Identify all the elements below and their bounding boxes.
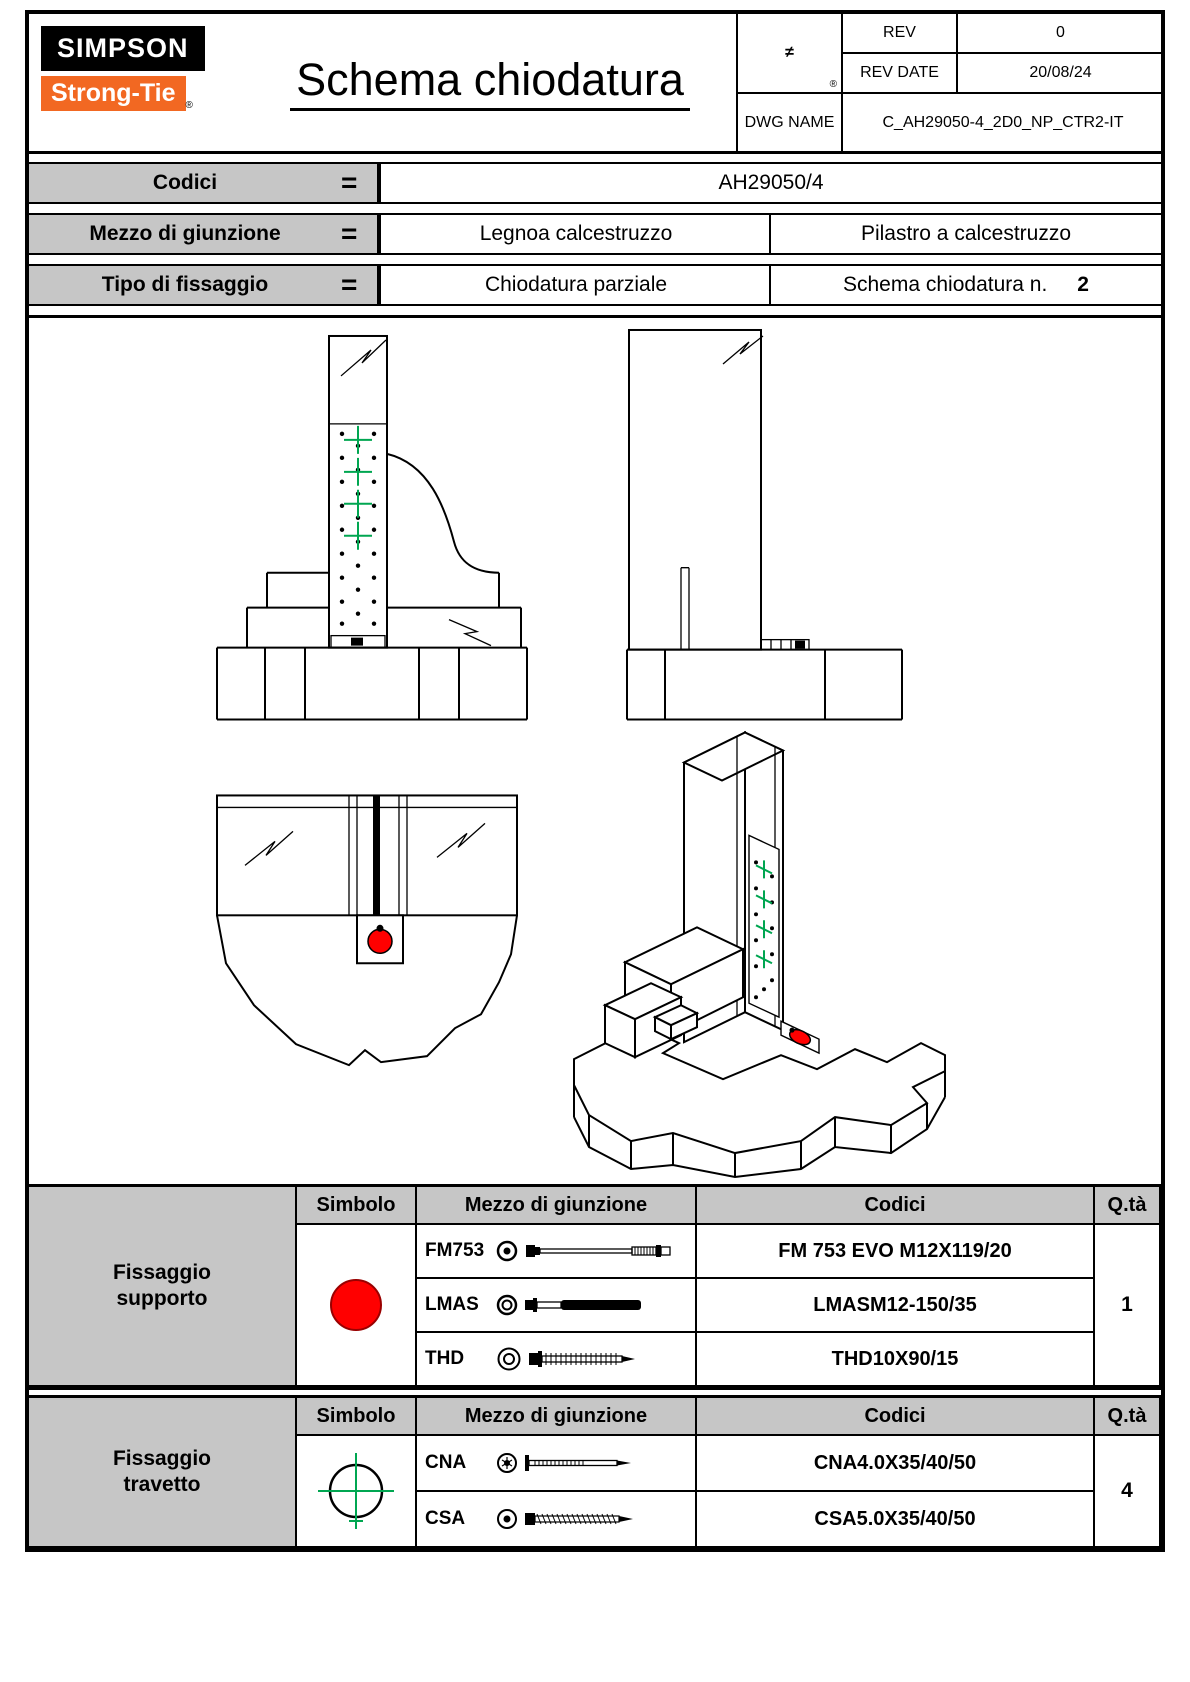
- support-fixing-table: Fissaggio supporto Simbolo Mezzo di giun…: [29, 1187, 1161, 1390]
- fissaggio-value-2: Schema chiodatura n. 2: [769, 264, 1161, 306]
- fissaggio-value-1: Chiodatura parziale: [379, 264, 771, 306]
- red-circle-symbol: [330, 1279, 382, 1331]
- beam-fixing-table: Fissaggio travetto Simbolo Mezzo di giun…: [29, 1395, 1161, 1548]
- schema-number-label: Schema chiodatura n.: [843, 273, 1048, 296]
- info-label-fissaggio: Tipo di fissaggio =: [29, 264, 379, 306]
- cna-label: CNA: [425, 1452, 467, 1473]
- registered-mark: ®: [185, 100, 193, 111]
- equals-sign: =: [341, 167, 358, 198]
- csa-screw-drawing: [525, 1513, 633, 1525]
- csa-label: CSA: [425, 1508, 466, 1529]
- label-text: Codici: [152, 171, 218, 194]
- row-csa: CSA: [417, 1492, 697, 1548]
- info-row-mezzo: Mezzo di giunzione = Legnoa calcestruzzo…: [29, 213, 1161, 255]
- codici-value: AH29050/4: [379, 162, 1161, 204]
- code-csa: CSA5.0X35/40/50: [697, 1492, 1095, 1548]
- rev-date-label: REV DATE: [843, 54, 958, 94]
- dwg-name-value: C_AH29050-4_2D0_NP_CTR2-IT: [882, 113, 1124, 131]
- lmas-label: LMAS: [425, 1294, 479, 1315]
- header-qty: Q.tà: [1095, 1187, 1161, 1225]
- thd-screw-drawing: [529, 1351, 635, 1367]
- not-equal-glyph: ≠: [785, 44, 794, 61]
- plan-view-drawing: [216, 794, 518, 1067]
- beam-qty: 4: [1095, 1436, 1161, 1548]
- info-table: Codici = AH29050/4 Mezzo di giunzione = …: [29, 154, 1161, 318]
- technical-drawing: [216, 328, 946, 1179]
- nail-cross-markers: [755, 860, 773, 969]
- code-fm753: FM 753 EVO M12X119/20: [697, 1225, 1095, 1279]
- support-qty: 1: [1095, 1225, 1161, 1387]
- row-cna: CNA: [417, 1436, 697, 1492]
- code-thd: THD10X90/15: [697, 1333, 1095, 1387]
- thd-head-icon: [497, 1347, 521, 1371]
- title-block-header: SIMPSON Strong-Tie ® Schema chiodatura ≠ …: [29, 14, 1163, 154]
- header-simbolo: Simbolo: [297, 1398, 417, 1436]
- fm753-label: FM753: [425, 1240, 485, 1261]
- isometric-view-drawing: [573, 730, 946, 1179]
- info-row-fissaggio: Tipo di fissaggio = Chiodatura parziale …: [29, 264, 1161, 306]
- mezzo-value-2: Pilastro a calcestruzzo: [769, 213, 1161, 255]
- header-codici: Codici: [697, 1398, 1095, 1436]
- revision-block: ≠ ® REV 0 REV DATE 20/08/24 DWG NAME C_A…: [736, 14, 1163, 151]
- not-equal-brand-icon: ≠ ®: [738, 14, 843, 94]
- strongtie-logo: Strong-Tie: [41, 76, 186, 111]
- beam-group-label: Fissaggio travetto: [29, 1398, 297, 1548]
- fm753-bolt-drawing: [526, 1245, 671, 1257]
- drawing-sheet: SIMPSON Strong-Tie ® Schema chiodatura ≠ …: [25, 10, 1165, 1552]
- code-cna: CNA4.0X35/40/50: [697, 1436, 1095, 1492]
- green-crosshair-symbol: [318, 1453, 394, 1529]
- lmas-anchor-drawing: [525, 1298, 641, 1312]
- beam-symbol-cell: [297, 1436, 417, 1548]
- lmas-head-icon: [496, 1294, 518, 1316]
- schema-number-value: 2: [1077, 273, 1089, 296]
- label-text: Tipo di fissaggio: [101, 273, 269, 296]
- equals-sign: =: [341, 218, 358, 249]
- header-qty: Q.tà: [1095, 1398, 1161, 1436]
- thd-label: THD: [425, 1348, 465, 1369]
- rev-label: REV: [843, 14, 958, 54]
- mezzo-value-1: Legnoa calcestruzzo: [379, 213, 771, 255]
- info-row-codici: Codici = AH29050/4: [29, 162, 1161, 204]
- cna-head-icon: [497, 1453, 517, 1473]
- cna-nail-drawing: [525, 1455, 631, 1471]
- row-fm753: FM753: [417, 1225, 697, 1279]
- support-group-label: Fissaggio supporto: [29, 1187, 297, 1387]
- header-simbolo: Simbolo: [297, 1187, 417, 1225]
- technical-drawing-area: [29, 318, 1161, 1187]
- nail-cross-markers: [344, 425, 372, 550]
- front-view-drawing: [216, 334, 528, 721]
- info-label-mezzo: Mezzo di giunzione =: [29, 213, 379, 255]
- simpson-logo: SIMPSON: [41, 26, 205, 71]
- title-area: Schema chiodatura: [244, 14, 736, 151]
- support-fastener-symbol: [788, 1028, 812, 1046]
- page-title: Schema chiodatura: [290, 54, 690, 111]
- info-label-codici: Codici =: [29, 162, 379, 204]
- csa-head-icon: [497, 1509, 517, 1529]
- rev-date-value: 20/08/24: [958, 54, 1163, 94]
- registered-mark: ®: [829, 79, 837, 90]
- brand-logo: SIMPSON Strong-Tie ®: [29, 14, 244, 151]
- header-codici: Codici: [697, 1187, 1095, 1225]
- code-lmas: LMASM12-150/35: [697, 1279, 1095, 1333]
- label-text: Mezzo di giunzione: [89, 222, 281, 245]
- strongtie-logo-text: Strong-Tie: [51, 79, 176, 107]
- support-symbol-cell: [297, 1225, 417, 1387]
- header-mezzo: Mezzo di giunzione: [417, 1398, 697, 1436]
- dwg-name-label: DWG NAME: [738, 94, 843, 151]
- equals-sign: =: [341, 269, 358, 300]
- side-view-drawing: [626, 328, 903, 721]
- header-mezzo: Mezzo di giunzione: [417, 1187, 697, 1225]
- row-lmas: LMAS: [417, 1279, 697, 1333]
- row-thd: THD: [417, 1333, 697, 1387]
- rev-value: 0: [958, 14, 1163, 54]
- fm753-head-icon: [496, 1240, 518, 1262]
- support-fastener-symbol: [367, 928, 393, 955]
